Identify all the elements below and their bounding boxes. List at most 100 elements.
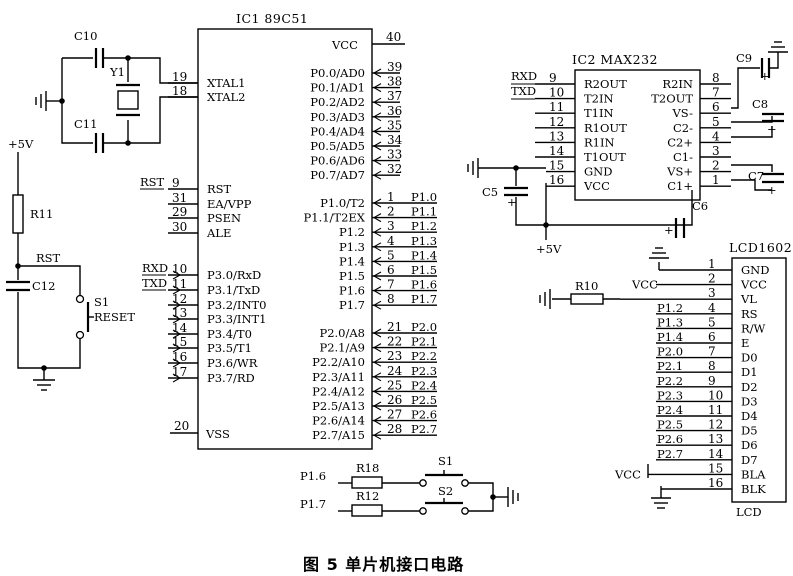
ic1-pin-2-name: P1.1/T2EX	[304, 211, 366, 225]
ic1-body	[197, 28, 373, 450]
ic1-pin-31-number: 31	[172, 191, 187, 205]
ic2-pin-9-number: 9	[549, 71, 557, 85]
ic1-pin-24-net: P2.3	[411, 364, 437, 378]
ic1-pin-23-number: 23	[387, 349, 402, 363]
ic2-pin-2-name: VS+	[666, 165, 693, 179]
ic1-pin-33-number: 33	[387, 148, 402, 162]
ic2-pin-12-name: R1OUT	[584, 121, 627, 135]
c12-label: C12	[32, 279, 55, 293]
lcd-pin-7-net: P2.0	[657, 345, 683, 359]
lcd-pin-11-net: P2.4	[657, 403, 683, 417]
lcd-pin-4-net: P1.2	[657, 301, 683, 315]
lcd-pin-4-name: RS	[741, 307, 758, 321]
c10-label: C10	[74, 29, 97, 43]
lcd-pin-15-name: BLA	[741, 467, 766, 481]
ic2-pin-1-number: 1	[712, 173, 720, 187]
p17-label: P1.7	[300, 497, 326, 511]
ic1-pin-37-name: P0.2/AD2	[310, 95, 365, 109]
ic2-pin-5-name: C2-	[673, 121, 693, 135]
ic1-pin-11-name: P3.1/TxD	[207, 283, 260, 297]
lcd-pin-9-number: 9	[708, 374, 716, 388]
ic1-pin-22-net: P2.1	[411, 335, 437, 349]
s1-label: S1	[94, 295, 109, 309]
ic1-pin-22-number: 22	[387, 335, 402, 349]
ic2-txd-net: TXD	[511, 84, 536, 98]
ic1-pin-11-number: 11	[172, 277, 187, 291]
lcd-pin-8-name: D1	[741, 365, 758, 379]
ic1-pin-39-number: 39	[387, 60, 402, 74]
ic1-pin-18-name: XTAL2	[207, 90, 246, 104]
lcd-pin-11-number: 11	[708, 403, 723, 417]
ic2-pin-4-name: C2+	[667, 135, 693, 149]
c8-plus: +	[767, 122, 777, 136]
ic1-pin-2-net: P1.1	[411, 205, 437, 219]
figure-caption: 图 5 单片机接口电路	[303, 555, 464, 574]
lcd-pin-10-net: P2.3	[657, 388, 683, 402]
lcd-footer: LCD	[736, 505, 762, 519]
ic2-pin-4-number: 4	[712, 129, 720, 143]
ic1-pin-1-net: P1.0	[411, 190, 437, 204]
y1-label: Y1	[109, 65, 125, 79]
lcd-pin-12-number: 12	[708, 418, 723, 432]
ic1-pin-32-name: P0.7/AD7	[310, 168, 365, 182]
ic2-pin-13-number: 13	[549, 129, 564, 143]
ic1-pin-17-number: 17	[172, 365, 187, 379]
ic2-pin-9-name: R2OUT	[584, 77, 627, 91]
lcd-pin-1-name: GND	[741, 263, 769, 277]
key-circuit: P1.6 P1.7 R18 R12 S1 S2	[300, 454, 519, 517]
ic1-pin-25-net: P2.4	[411, 378, 437, 392]
lcd-pin-3-number: 3	[708, 286, 716, 300]
ic1-txd-net: TXD	[142, 276, 167, 290]
ic1-pin-10-name: P3.0/RxD	[207, 268, 261, 282]
c11-label: C11	[74, 117, 97, 131]
ic2-body	[574, 69, 701, 201]
ic1-pin-17-name: P3.7/RD	[207, 371, 255, 385]
oscillator-circuit: C10 C11 Y1	[35, 29, 198, 153]
ic2-pin-16-name: VCC	[583, 179, 610, 193]
ic1-pin-15-name: P3.5/T1	[207, 341, 252, 355]
ic1-title: IC1 89C51	[236, 11, 308, 26]
resistor-r10	[570, 293, 604, 305]
ic1-pin-16-number: 16	[172, 350, 187, 364]
ic1-vcc-label: VCC	[331, 38, 358, 52]
ic2-pin-5-number: 5	[712, 115, 720, 129]
lcd-title: LCD1602	[729, 240, 792, 255]
ic2-pin-10-number: 10	[549, 86, 564, 100]
resistor-r18	[351, 476, 383, 489]
ic1-pin-7-net: P1.6	[411, 278, 437, 292]
ic2-pin-15-name: GND	[584, 165, 612, 179]
lcd-pin-5-net: P1.3	[657, 315, 683, 329]
ic1-pin-6-name: P1.5	[339, 269, 365, 283]
ic1-pin-24-name: P2.3/A11	[312, 370, 365, 384]
ic1-pin-25-name: P2.4/A12	[312, 384, 365, 398]
lcd-pin-10-number: 10	[708, 388, 723, 402]
ic1-pin-35-number: 35	[387, 118, 402, 132]
ic1-pin-19-name: XTAL1	[207, 76, 246, 90]
r18-label: R18	[356, 461, 379, 475]
ic1-pin-24-number: 24	[387, 364, 403, 378]
lcd-pin-3-name: VL	[740, 292, 757, 306]
ic2-pin-15-number: 15	[549, 159, 564, 173]
c6-label: C6	[692, 199, 708, 213]
ic1-pin-27-name: P2.6/A14	[312, 414, 365, 428]
ic1-pin-35-name: P0.4/AD4	[310, 124, 365, 138]
lcd-pin-14-net: P2.7	[657, 447, 683, 461]
ic1-pin-28-name: P2.7/A15	[312, 428, 365, 442]
lcd-pin-13-number: 13	[708, 432, 723, 446]
lcd-pin-8-net: P2.1	[657, 359, 683, 373]
lcd-pin-14-name: D7	[741, 453, 758, 467]
resistor-r12	[351, 504, 383, 517]
lcd-pin-2-number: 2	[708, 272, 716, 286]
lcd-pin-9-name: D2	[741, 380, 758, 394]
ic1-pin-8-net: P1.7	[411, 292, 437, 306]
ic1-pin-26-net: P2.5	[411, 393, 437, 407]
ic1-pin-7-number: 7	[387, 278, 395, 292]
ic1-pin-26-name: P2.5/A13	[312, 399, 365, 413]
ic1-pin-21-net: P2.0	[411, 320, 437, 334]
ic1-pin-28-net: P2.7	[411, 422, 437, 436]
